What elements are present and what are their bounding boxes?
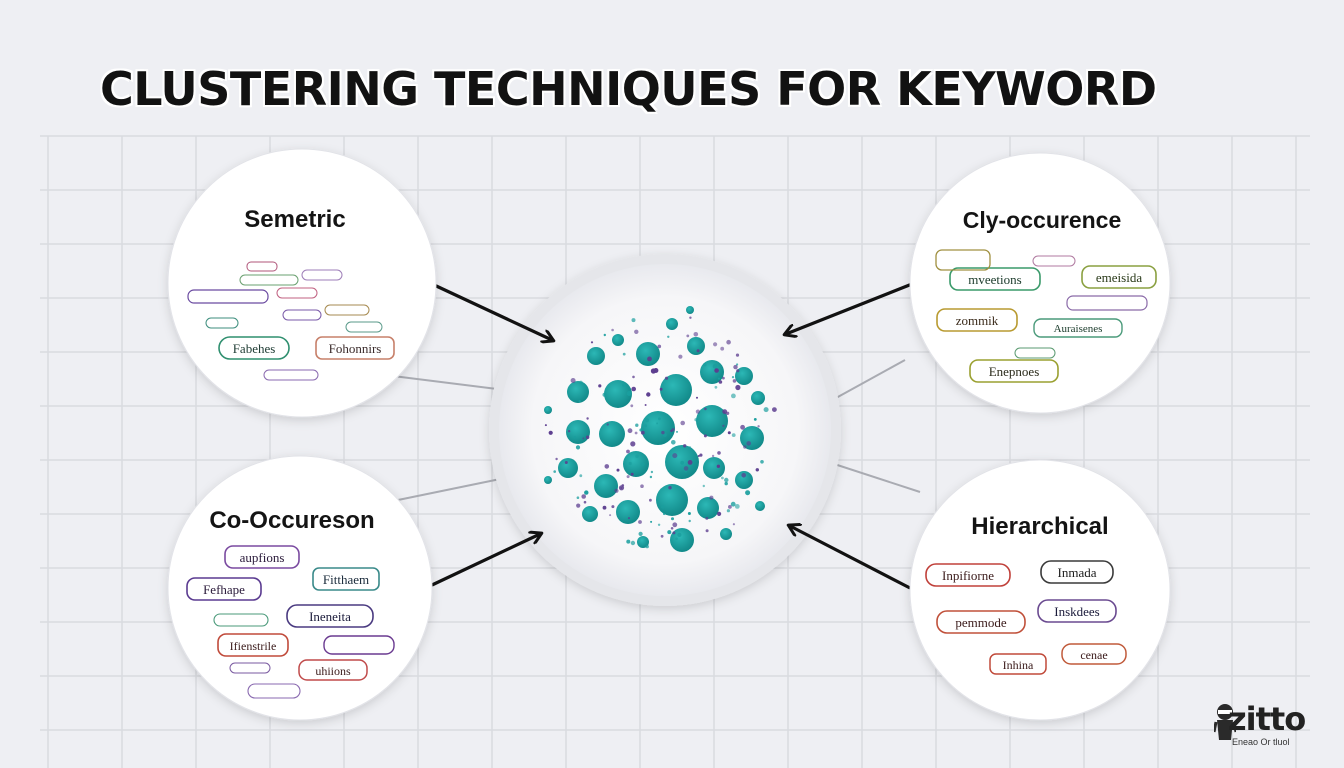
logo-wordmark: zitto (1228, 700, 1306, 738)
arrow-hierarchical (790, 526, 911, 590)
tag (345, 321, 383, 333)
tag (301, 269, 343, 281)
tag (276, 287, 318, 299)
tag: Fabehes (218, 336, 290, 360)
arrows (431, 282, 913, 590)
svg-text:Inmada: Inmada (1058, 565, 1097, 580)
tag: Fefhape (186, 577, 262, 601)
svg-text:aupfions: aupfions (240, 550, 285, 565)
tag: Inskdees (1037, 599, 1117, 623)
svg-text:Auraisenes: Auraisenes (1054, 323, 1103, 335)
tag (282, 309, 322, 321)
tag: Auraisenes (1033, 318, 1123, 338)
svg-text:Inpifiorne: Inpifiorne (942, 568, 994, 583)
svg-text:zommik: zommik (956, 313, 999, 328)
cluster-label: Cly-occurence (963, 207, 1122, 233)
tag: uhiions (298, 659, 368, 681)
svg-text:Ineneita: Ineneita (309, 609, 351, 624)
page-title: CLUSTERING TECHNIQUES FOR KEYWORD (100, 62, 1157, 116)
svg-text:mveetions: mveetions (968, 272, 1021, 287)
tag: emeisida (1081, 265, 1157, 289)
cluster-dots (544, 306, 777, 552)
arrow-co-occureson (431, 534, 540, 587)
tag: Inpifiorne (925, 563, 1011, 587)
svg-text:Fohonnirs: Fohonnirs (329, 341, 382, 356)
svg-text:Enepnoes: Enepnoes (989, 364, 1040, 379)
ninja-icon (1214, 704, 1236, 740)
tag (205, 317, 239, 329)
arrow-cly-occurence (786, 282, 913, 334)
svg-text:Inhina: Inhina (1003, 658, 1034, 672)
tag: aupfions (224, 545, 300, 569)
cluster-label: Semetric (244, 206, 345, 233)
tag (213, 613, 269, 627)
cluster-co-occureson: Co-Occureson aupfions Fefhape Fitthaem I… (167, 455, 433, 721)
tag (229, 662, 271, 674)
svg-text:Inskdees: Inskdees (1054, 604, 1100, 619)
svg-text:uhiions: uhiions (315, 664, 351, 678)
tag: Inhina (989, 653, 1047, 675)
cluster-semetric: Semetric Fabehes Fohonnirs (167, 148, 437, 418)
tag (935, 249, 991, 271)
arrow-semetric (431, 282, 552, 340)
tag (1032, 255, 1076, 267)
svg-text:emeisida: emeisida (1096, 270, 1142, 285)
hub-circle (489, 254, 841, 606)
cluster-label: Co-Occureson (209, 507, 374, 534)
svg-text:Fefhape: Fefhape (203, 582, 245, 597)
tag: Inmada (1040, 560, 1114, 584)
tag (323, 635, 395, 655)
tag (187, 289, 269, 304)
tag (239, 274, 299, 286)
tag (324, 304, 370, 316)
tag: cenae (1061, 643, 1127, 665)
cluster-cly-occurence: Cly-occurence mveetions emeisida zommik … (909, 152, 1171, 414)
connector-lines (392, 359, 921, 501)
tag (1066, 295, 1148, 311)
tag: Ifienstrile (217, 633, 289, 657)
cluster-hierarchical: Hierarchical Inpifiorne Inmada Inskdees … (909, 459, 1171, 721)
tag: Enepnoes (969, 359, 1059, 383)
tag (263, 369, 319, 381)
svg-text:Fitthaem: Fitthaem (323, 572, 369, 587)
tag: Fitthaem (312, 567, 380, 591)
tag: Ineneita (286, 604, 374, 628)
svg-text:pemmode: pemmode (955, 615, 1006, 630)
tag: zommik (936, 308, 1018, 332)
cluster-label: Hierarchical (971, 513, 1108, 540)
svg-text:Fabehes: Fabehes (233, 341, 276, 356)
svg-text:Ifienstrile: Ifienstrile (230, 639, 277, 653)
svg-text:cenae: cenae (1080, 648, 1107, 662)
tag (1014, 347, 1056, 359)
tag (246, 261, 278, 272)
tag: mveetions (949, 267, 1041, 291)
tag: Fohonnirs (315, 336, 395, 360)
logo-tagline: Eneao Or tluol (1232, 737, 1290, 747)
tag: pemmode (936, 610, 1026, 634)
tag (247, 683, 301, 699)
